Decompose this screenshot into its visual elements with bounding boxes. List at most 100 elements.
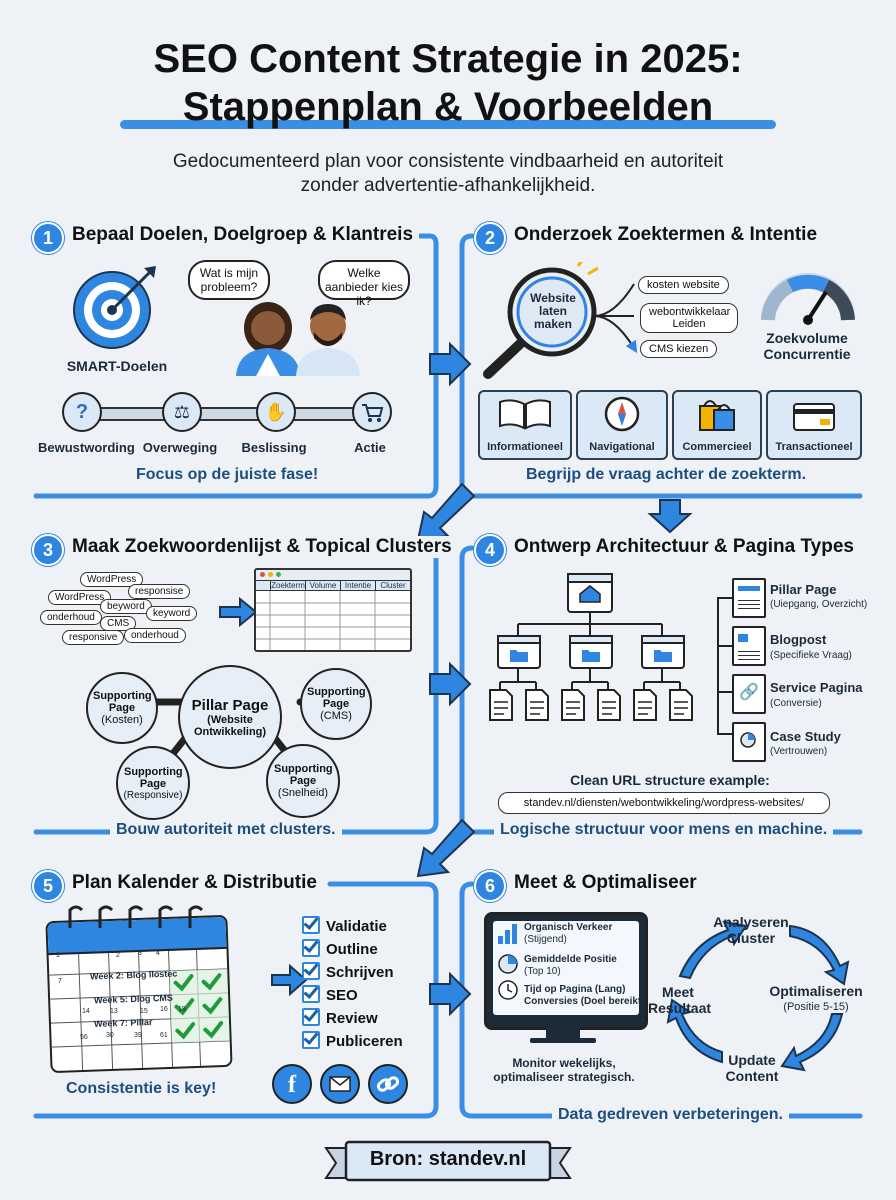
page-type-pillar-sub: (Uiepgang, Overzicht) bbox=[770, 599, 868, 610]
service-link-icon: 🔗 bbox=[732, 674, 766, 714]
calendar-day-13: 30 bbox=[106, 1032, 114, 1039]
magnifier-icon bbox=[483, 262, 599, 379]
page-title-line1: SEO Content Strategie in 2025: bbox=[153, 37, 743, 81]
source-credit: Bron: standev.nl bbox=[369, 1148, 527, 1170]
page-type-case-sub: (Vertrouwen) bbox=[770, 746, 828, 757]
case-study-chart-icon bbox=[732, 722, 766, 762]
checklist-item-writing[interactable]: Schrijven bbox=[302, 962, 403, 985]
credit-card-icon bbox=[793, 403, 835, 431]
persona-avatars bbox=[236, 302, 360, 376]
intent-label-commercial: Commercieel bbox=[682, 441, 752, 453]
calendar-day-3: 3 bbox=[138, 950, 142, 957]
metric-traffic-title: Organisch Verkeer bbox=[524, 922, 613, 933]
target-icon bbox=[73, 266, 156, 349]
metric-conversions: Conversies (Doel bereikt) bbox=[524, 996, 645, 1007]
checklist-label-review: Review bbox=[326, 1010, 378, 1027]
checklist-item-validation[interactable]: Validatie bbox=[302, 916, 403, 939]
step-4-title: Ontwerp Architectuur & Pagina Types bbox=[508, 536, 860, 558]
handshake-icon: ✋ bbox=[256, 392, 296, 432]
speech-bubble-problem: Wat is mijn probleem? bbox=[188, 260, 270, 300]
step-1-badge: 1 bbox=[32, 222, 64, 254]
cloud-word-1: WordPress bbox=[80, 572, 144, 587]
site-architecture-tree bbox=[489, 573, 693, 721]
step-2-title: Onderzoek Zoektermen & Intentie bbox=[508, 224, 824, 246]
cloud-word-4: beyword bbox=[100, 599, 152, 614]
clock-icon bbox=[498, 980, 518, 1000]
cloud-word-9: onderhoud bbox=[124, 628, 186, 643]
monitor-stand bbox=[546, 1026, 580, 1038]
checklist-item-publish[interactable]: Publiceren bbox=[302, 1031, 403, 1054]
cycle-step-analyze: Analyseren Cluster bbox=[713, 914, 789, 946]
calendar-day-6: 13 bbox=[110, 1008, 118, 1015]
supporting-node-costs-sub: (Kosten) bbox=[101, 714, 143, 726]
bar-chart-icon bbox=[498, 924, 517, 944]
page-type-blog-sub: (Specifieke Vraag) bbox=[770, 650, 852, 661]
facebook-icon[interactable]: f bbox=[272, 1064, 312, 1104]
supporting-node-cms-sub: (CMS) bbox=[320, 710, 352, 722]
link-icon[interactable] bbox=[368, 1064, 408, 1104]
page-type-service-title: Service Pagina bbox=[770, 680, 863, 695]
intent-label-navigational: Navigational bbox=[589, 441, 655, 453]
mail-icon[interactable] bbox=[320, 1064, 360, 1104]
step-6-footer: Data gedreven verbeteringen. bbox=[552, 1106, 789, 1124]
checklist-item-outline[interactable]: Outline bbox=[302, 939, 403, 962]
cloud-word-8: responsive bbox=[62, 630, 125, 645]
pillar-page-title: Pillar Page bbox=[191, 696, 269, 714]
checkbox-icon bbox=[302, 962, 320, 980]
calendar-day-8: 16 bbox=[160, 1006, 168, 1013]
calendar-day-9: 18 bbox=[178, 1006, 186, 1013]
calendar-grid bbox=[49, 949, 230, 1073]
step-6-title: Meet & Optimaliseer bbox=[508, 872, 703, 894]
checklist-label-publish: Publiceren bbox=[326, 1033, 403, 1050]
page-type-blog-title: Blogpost bbox=[770, 632, 827, 647]
supporting-node-cms-title: Supporting Page bbox=[307, 686, 366, 710]
gauge-label-volume: Zoekvolume bbox=[766, 330, 848, 346]
cloud-word-5: onderhoud bbox=[40, 610, 102, 625]
page-title-line2: Stappenplan & Voorbeelden bbox=[182, 85, 714, 129]
url-example-label: Clean URL structure example: bbox=[570, 772, 770, 788]
pillar-page-sub: (Website Ontwikkeling) bbox=[193, 713, 267, 738]
step-5-footer: Consistentie is key! bbox=[60, 1080, 223, 1098]
keyword-pill-3: CMS kiezen bbox=[640, 340, 718, 358]
page-type-pillar-title: Pillar Page bbox=[770, 582, 837, 597]
intent-card-transactional: Transactioneel bbox=[766, 390, 862, 460]
cloud-word-3: WordPress bbox=[48, 590, 112, 605]
checklist-item-review[interactable]: Review bbox=[302, 1008, 403, 1031]
intent-label-informational: Informationeel bbox=[487, 441, 563, 453]
blogpost-icon bbox=[732, 626, 766, 666]
step-6-badge: 6 bbox=[474, 870, 506, 902]
supporting-node-costs-title: Supporting Page bbox=[93, 690, 152, 714]
cycle-step-optimize-sub: (Positie 5-15) bbox=[783, 1001, 849, 1013]
checkbox-icon bbox=[302, 916, 320, 934]
monitor-screen bbox=[493, 921, 639, 1015]
subtitle-line2: zonder advertentie-afhankelijkheid. bbox=[300, 175, 596, 196]
checklist-label-writing: Schrijven bbox=[326, 964, 394, 981]
workflow-checklist: Validatie Outline Schrijven SEO Review P… bbox=[302, 916, 403, 1054]
col-header-keyword: Zoekterm bbox=[271, 581, 306, 590]
page-type-case-title: Case Study bbox=[770, 729, 841, 744]
optimization-cycle bbox=[666, 920, 850, 1072]
metric-icons bbox=[498, 924, 518, 1000]
compass-icon bbox=[604, 396, 640, 432]
calendar-day-7: 15 bbox=[140, 1008, 148, 1015]
metric-time-title: Tijd op Pagina (Lang) bbox=[524, 984, 626, 995]
calendar-day-12: 39 bbox=[134, 1032, 142, 1039]
step-3-footer: Bouw autoriteit met clusters. bbox=[110, 821, 342, 839]
supporting-node-speed-title: Supporting Page bbox=[274, 763, 333, 787]
cycle-step-measure: Meet Resultaat bbox=[648, 984, 712, 1016]
stage-decision: Beslissing bbox=[241, 440, 307, 455]
supporting-node-cms: Supporting Page (CMS) bbox=[300, 668, 372, 740]
keyword-pill-2: webontwikkelaar Leiden bbox=[640, 303, 738, 333]
calendar-day-10: 14 bbox=[82, 1008, 90, 1015]
spreadsheet-titlebar bbox=[256, 570, 410, 581]
calendar-day-1: 1 bbox=[56, 952, 60, 959]
spreadsheet-grid bbox=[256, 591, 410, 650]
step-5-title: Plan Kalender & Distributie bbox=[66, 872, 323, 894]
checklist-item-seo[interactable]: SEO bbox=[302, 985, 403, 1008]
cycle-step-optimize: Optimaliseren bbox=[769, 983, 863, 999]
pie-chart-icon bbox=[498, 954, 518, 974]
cart-icon bbox=[352, 392, 392, 432]
gauge-icon bbox=[761, 273, 855, 325]
calendar-day-2: 2 bbox=[116, 952, 120, 959]
step-5-badge: 5 bbox=[32, 870, 64, 902]
